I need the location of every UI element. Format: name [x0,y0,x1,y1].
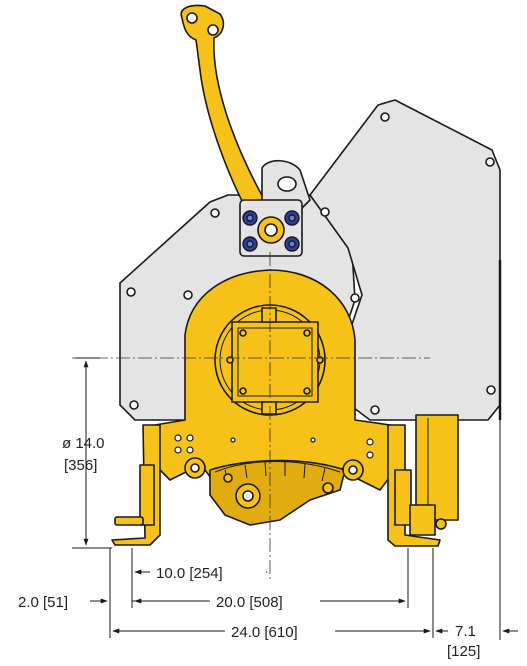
gearbox-bottom-tab [261,401,277,415]
dim-10-label: 10.0 [254] [156,565,223,582]
dim-7-1-metric-label: [125] [447,643,480,660]
left-leg-pin [114,516,144,526]
diameter-metric-label: [356] [64,457,97,474]
gearbox-block [231,321,319,403]
diameter-label: ø 14.0 [62,435,105,452]
lower-bolt [322,482,334,494]
plate-hole [486,385,496,395]
cutter-arc [214,461,341,473]
dim-24-label: 24.0 [610] [231,624,298,641]
plate-holes [126,112,496,415]
plate-hole [380,112,390,122]
right-leg-clamp [394,469,412,526]
gearbox-top-tab [261,307,277,323]
plate-hole [210,208,220,218]
right-leg-block [409,504,436,536]
handle-top-hole [186,12,198,24]
plate-hole [183,290,193,300]
left-leg-clamp [139,464,155,526]
plate-hole [126,287,136,297]
lower-bolt [223,473,233,483]
plate-hole [370,405,380,415]
dim-20-label: 20.0 [508] [216,594,283,611]
plate-hole [129,400,139,410]
lower-fittings [184,457,364,509]
body-holes [174,434,374,459]
handle-top-hole [207,24,219,36]
blue-bolts [242,210,300,252]
actuator-body [415,414,459,521]
gearbox-bolts [226,329,324,395]
actuator-bolt [435,518,447,530]
cutter-housing [209,459,346,526]
plate-hole [485,157,495,167]
handle-lever [180,4,281,237]
plate-hole [320,207,330,217]
dim-7-1-label: 7.1 [455,623,476,640]
plate-hole [350,293,360,303]
dim-2-label: 2.0 [51] [18,594,68,611]
